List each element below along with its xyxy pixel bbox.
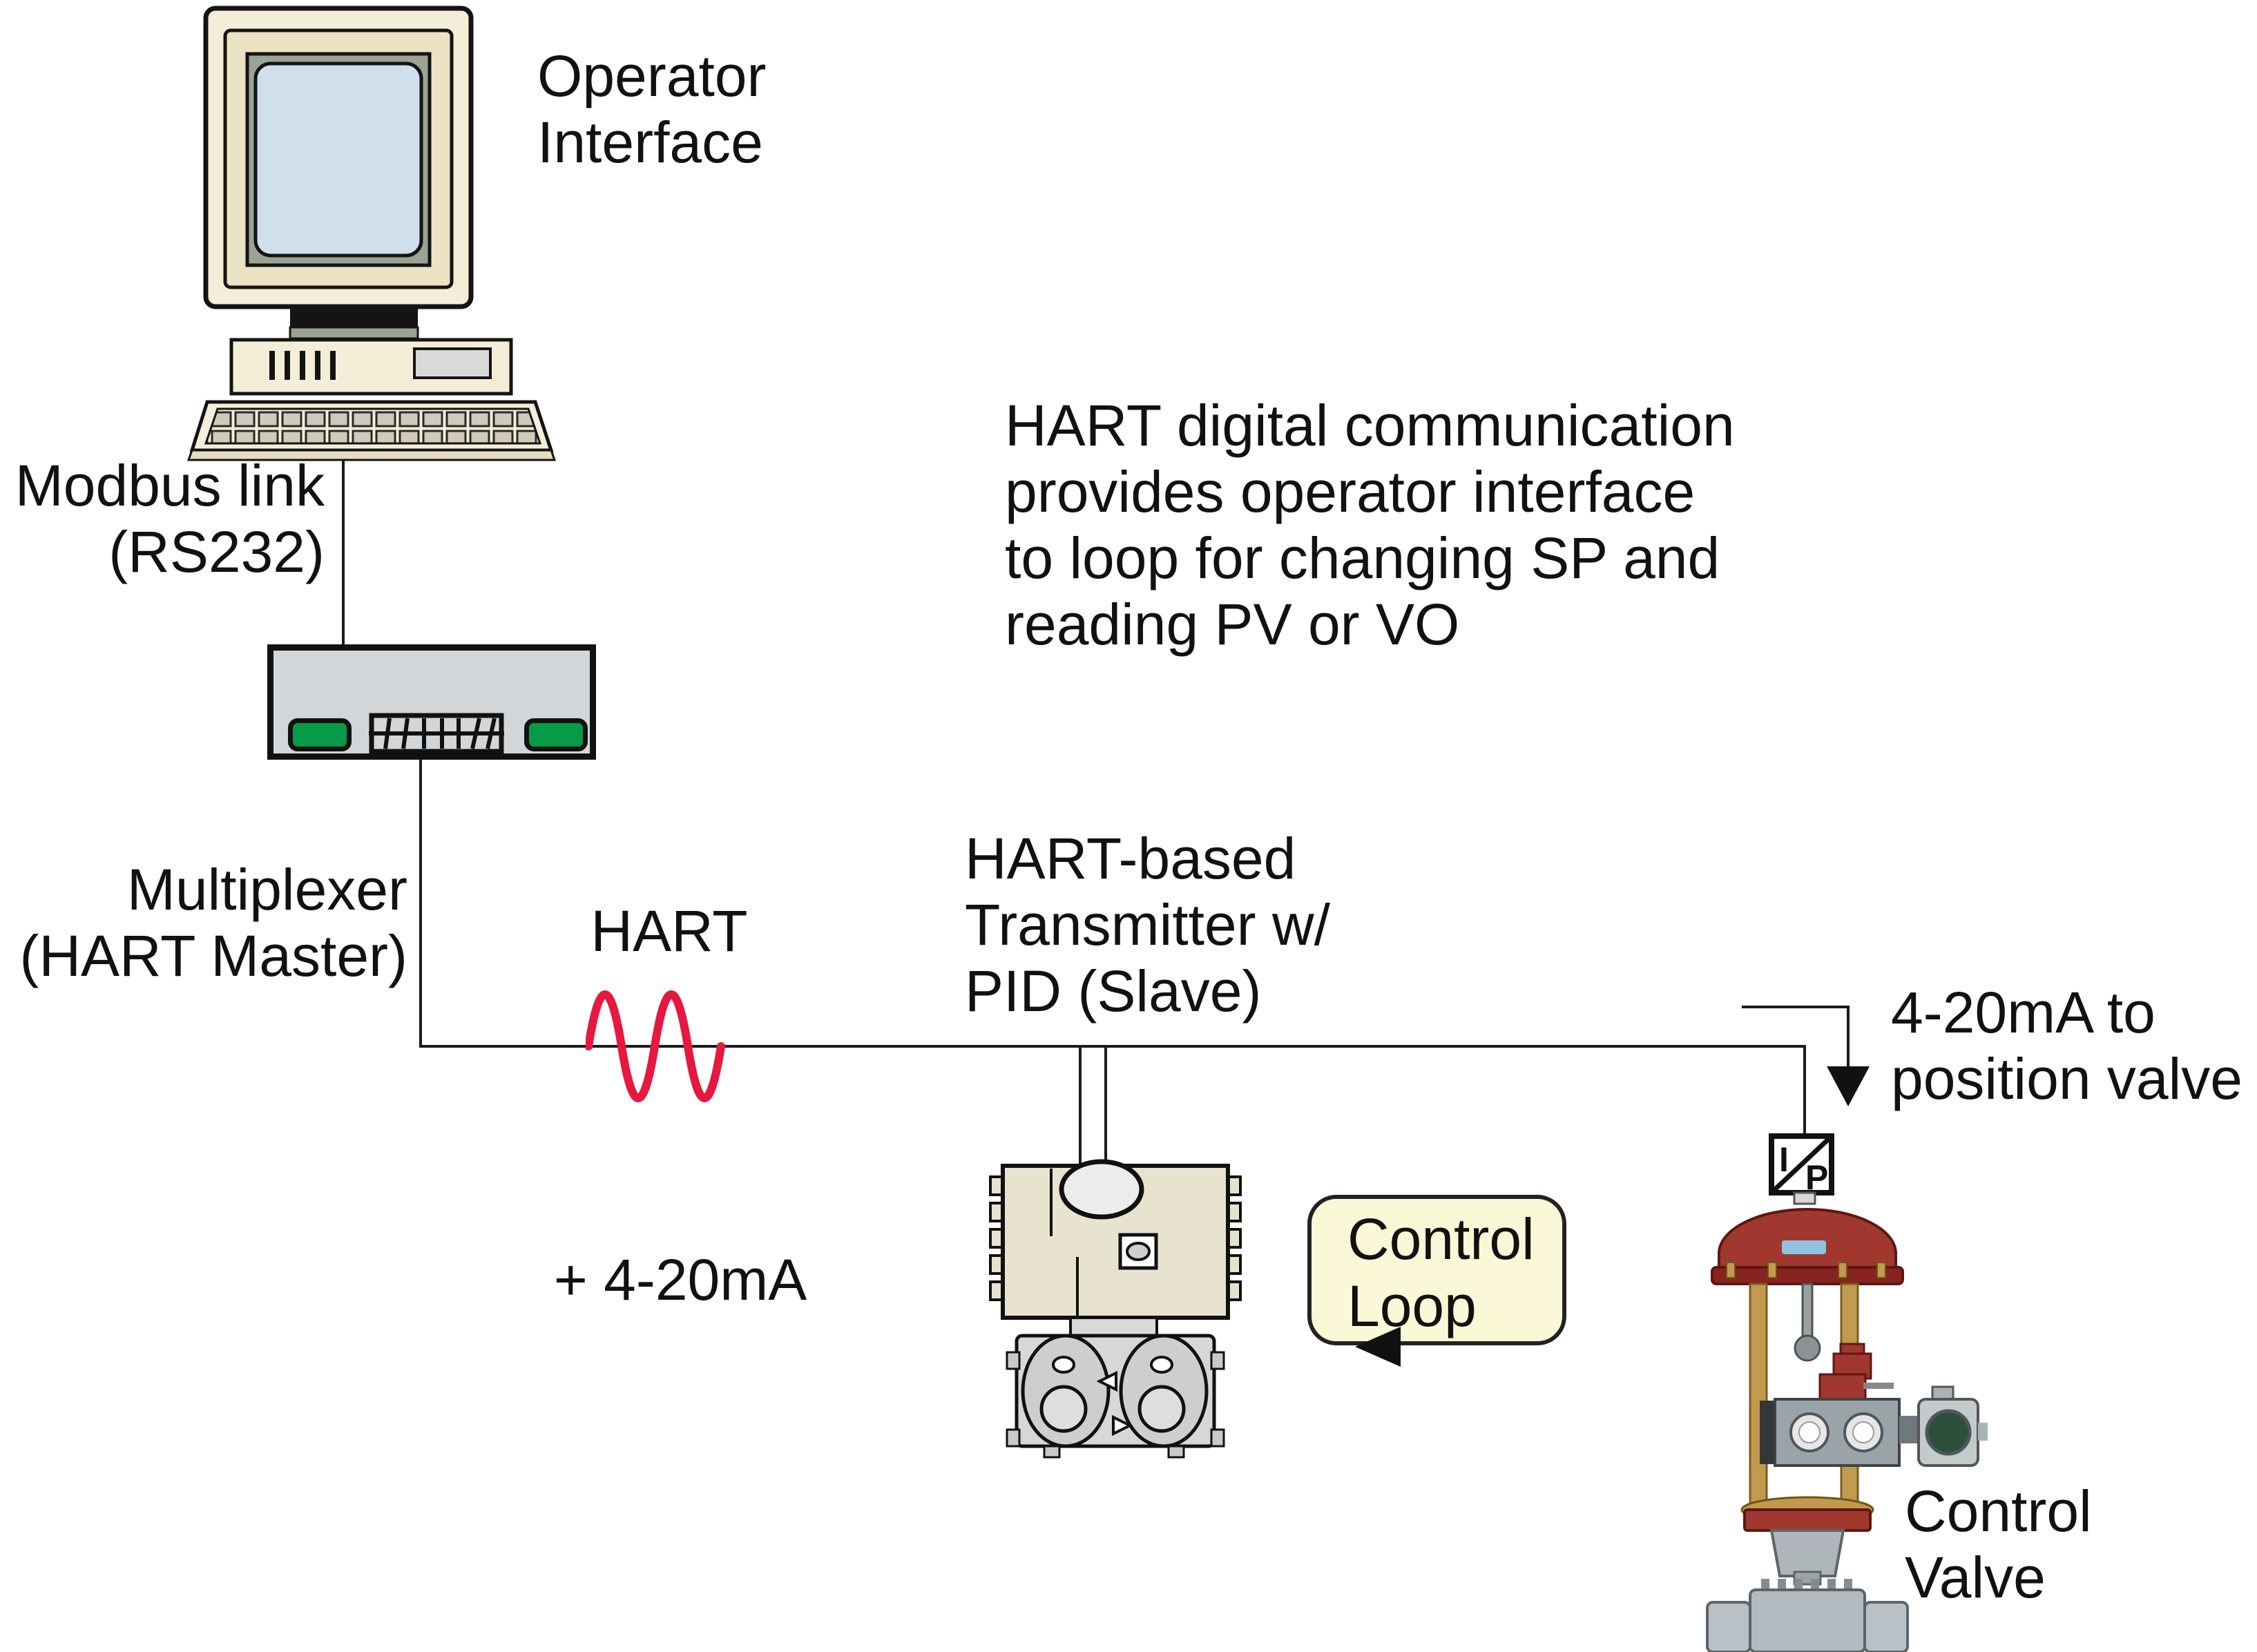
multiplexer-box: [267, 644, 596, 760]
mux-led-left: [288, 718, 352, 751]
down-arrow-icon: [1827, 1066, 1870, 1106]
wire-loop-horizontal: [419, 1045, 1806, 1048]
control-valve-label: Control Valve: [1905, 1479, 2092, 1610]
modbus-link-label: Modbus link (RS232): [15, 453, 325, 584]
valve-actuator-dome: [1718, 1208, 1897, 1269]
valve-signal-callout-line: [1742, 1006, 1850, 1008]
valve-signal-callout-drop: [1847, 1006, 1850, 1068]
valve-yoke-rod-left: [1749, 1283, 1768, 1513]
hart-plus-current-label: + 4-20mA: [553, 1247, 807, 1312]
wire-transmitter-drop-1: [1079, 1046, 1082, 1167]
wire-mux-down: [419, 760, 422, 1048]
operator-interface-label: Operator Interface: [537, 44, 767, 175]
control-loop-box: Control Loop: [1307, 1195, 1566, 1345]
valve-body: [1749, 1588, 1866, 1652]
operator-computer-illustration: [186, 6, 557, 461]
wire-valve-drop: [1803, 1046, 1806, 1137]
transmitter-label: HART-based Transmitter w/ PID (Slave): [965, 826, 1330, 1024]
hart-wave-icon: [586, 990, 725, 1102]
control-loop-label: Control Loop: [1347, 1207, 1535, 1338]
mux-led-right: [524, 718, 588, 751]
multiplexer-label: Multiplexer (HART Master): [19, 857, 407, 988]
ip-current-letter: I: [1779, 1140, 1789, 1179]
hart-label: HART: [590, 899, 748, 963]
valve-signal-label: 4-20mA to position valve: [1891, 980, 2242, 1111]
hart-note-text: HART digital communication provides oper…: [1005, 393, 1735, 657]
wire-computer-to-mux: [342, 457, 345, 644]
ip-pressure-letter: P: [1805, 1158, 1828, 1197]
mux-connector: [369, 713, 504, 754]
transmitter-illustration: [989, 1159, 1242, 1459]
wire-transmitter-drop-2: [1104, 1046, 1107, 1167]
transmitter-port: [1059, 1159, 1144, 1220]
loop-direction-arrow-icon: [1355, 1327, 1401, 1367]
control-valve-illustration: I P: [1706, 1133, 1988, 1652]
monitor-screen: [253, 61, 423, 258]
